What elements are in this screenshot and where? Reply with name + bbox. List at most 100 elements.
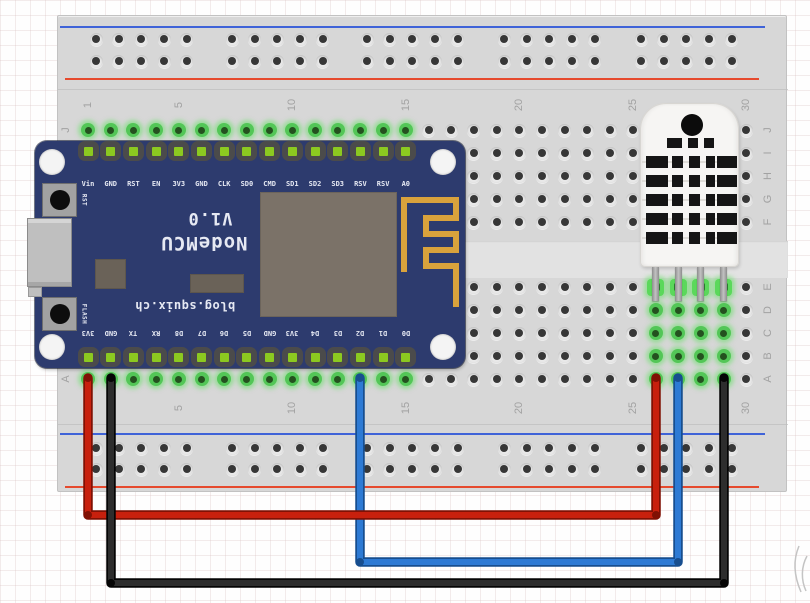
breadboard-hole[interactable] [580, 215, 594, 229]
breadboard-hole[interactable] [428, 441, 442, 455]
breadboard-hole[interactable] [558, 349, 572, 363]
flash-button[interactable] [42, 297, 77, 331]
breadboard-hole[interactable] [180, 54, 194, 68]
breadboard-hole-connected[interactable] [330, 123, 345, 137]
breadboard-hole[interactable] [89, 32, 103, 46]
breadboard-hole[interactable] [225, 54, 239, 68]
breadboard-hole[interactable] [180, 462, 194, 476]
dht22-sensor[interactable] [640, 103, 739, 303]
breadboard-hole-connected[interactable] [149, 372, 164, 386]
breadboard-hole[interactable] [490, 280, 504, 294]
nodemcu-board[interactable]: RST FLASH V1.0 NodeMCU blog.squix.ch Vin… [27, 141, 465, 368]
breadboard-hole[interactable] [535, 215, 549, 229]
breadboard-hole-connected[interactable] [353, 123, 368, 137]
breadboard-hole[interactable] [490, 215, 504, 229]
breadboard-hole[interactable] [626, 280, 640, 294]
breadboard-hole[interactable] [248, 441, 262, 455]
breadboard-hole[interactable] [542, 54, 556, 68]
breadboard-hole[interactable] [497, 462, 511, 476]
breadboard-hole[interactable] [451, 32, 465, 46]
breadboard-hole[interactable] [248, 462, 262, 476]
breadboard-hole[interactable] [467, 280, 481, 294]
breadboard-hole[interactable] [316, 32, 330, 46]
header-pin[interactable] [259, 347, 281, 367]
breadboard-hole[interactable] [112, 441, 126, 455]
breadboard-hole[interactable] [520, 462, 534, 476]
breadboard-hole[interactable] [467, 169, 481, 183]
breadboard-hole[interactable] [490, 303, 504, 317]
breadboard-hole[interactable] [134, 32, 148, 46]
breadboard-hole[interactable] [512, 146, 526, 160]
breadboard-hole[interactable] [157, 462, 171, 476]
breadboard-hole-connected[interactable] [81, 372, 95, 386]
breadboard-hole[interactable] [565, 32, 579, 46]
breadboard-hole[interactable] [558, 192, 572, 206]
breadboard-hole[interactable] [634, 441, 648, 455]
breadboard-hole-connected[interactable] [217, 123, 232, 137]
breadboard-hole[interactable] [657, 54, 671, 68]
breadboard-hole[interactable] [225, 441, 239, 455]
breadboard-hole[interactable] [626, 146, 640, 160]
breadboard-hole[interactable] [725, 54, 739, 68]
breadboard-hole[interactable] [558, 303, 572, 317]
breadboard-hole[interactable] [739, 146, 753, 160]
breadboard-hole[interactable] [657, 32, 671, 46]
header-pin[interactable] [122, 347, 144, 367]
breadboard-hole[interactable] [444, 123, 458, 137]
breadboard-hole-connected[interactable] [398, 123, 413, 137]
breadboard-hole[interactable] [558, 372, 572, 386]
breadboard-hole[interactable] [739, 326, 753, 340]
breadboard-hole[interactable] [512, 192, 526, 206]
breadboard-hole[interactable] [535, 123, 549, 137]
header-pin[interactable] [395, 347, 417, 367]
breadboard-hole[interactable] [603, 169, 617, 183]
breadboard-hole[interactable] [588, 441, 602, 455]
breadboard-hole[interactable] [316, 462, 330, 476]
breadboard-hole[interactable] [405, 54, 419, 68]
breadboard-hole[interactable] [626, 349, 640, 363]
breadboard-hole[interactable] [535, 349, 549, 363]
breadboard-hole-connected[interactable] [285, 372, 300, 386]
breadboard-hole[interactable] [293, 32, 307, 46]
header-pin[interactable] [213, 141, 235, 161]
breadboard-hole[interactable] [112, 54, 126, 68]
breadboard-hole[interactable] [316, 54, 330, 68]
breadboard-hole[interactable] [580, 192, 594, 206]
breadboard-hole[interactable] [467, 303, 481, 317]
breadboard-hole[interactable] [580, 326, 594, 340]
breadboard-hole[interactable] [520, 32, 534, 46]
header-pin[interactable] [372, 347, 394, 367]
breadboard-hole[interactable] [626, 123, 640, 137]
breadboard-hole-connected[interactable] [103, 123, 118, 137]
breadboard-hole-connected[interactable] [171, 372, 186, 386]
breadboard-hole[interactable] [535, 303, 549, 317]
breadboard-hole[interactable] [580, 372, 594, 386]
breadboard-hole[interactable] [558, 326, 572, 340]
breadboard-hole-connected[interactable] [239, 123, 254, 137]
breadboard-hole[interactable] [580, 146, 594, 160]
breadboard-hole[interactable] [626, 372, 640, 386]
header-pin[interactable] [122, 141, 144, 161]
breadboard-hole-connected[interactable] [693, 349, 708, 363]
breadboard-hole[interactable] [565, 462, 579, 476]
breadboard-hole[interactable] [512, 372, 526, 386]
breadboard-hole[interactable] [490, 372, 504, 386]
breadboard-hole-connected[interactable] [716, 372, 731, 386]
breadboard-hole[interactable] [702, 54, 716, 68]
breadboard-hole-connected[interactable] [648, 326, 663, 340]
breadboard-hole[interactable] [679, 32, 693, 46]
breadboard-hole-connected[interactable] [81, 123, 95, 137]
breadboard-hole-connected[interactable] [308, 372, 322, 386]
breadboard-hole[interactable] [679, 441, 693, 455]
breadboard-hole[interactable] [467, 349, 481, 363]
breadboard-hole[interactable] [558, 146, 572, 160]
header-pin[interactable] [304, 347, 326, 367]
breadboard-hole[interactable] [497, 54, 511, 68]
breadboard-hole-connected[interactable] [308, 123, 322, 137]
breadboard-hole[interactable] [180, 32, 194, 46]
breadboard-hole[interactable] [270, 462, 284, 476]
header-pin[interactable] [236, 347, 258, 367]
breadboard-hole[interactable] [535, 146, 549, 160]
breadboard-hole-connected[interactable] [693, 303, 708, 317]
breadboard-hole[interactable] [626, 326, 640, 340]
